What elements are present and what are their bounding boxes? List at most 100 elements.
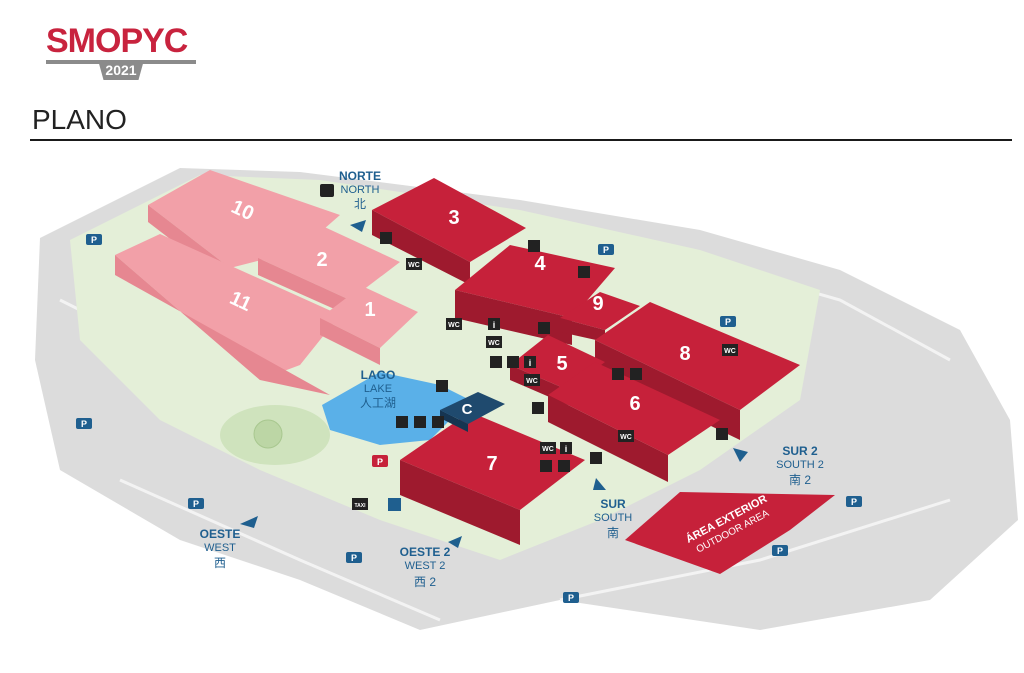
svg-text:P: P xyxy=(725,317,731,327)
locker-icon xyxy=(414,416,426,428)
svg-text:WC: WC xyxy=(408,262,420,269)
hall-label: 7 xyxy=(486,453,497,475)
hall-label: 2 xyxy=(316,249,327,271)
parking-icon: P xyxy=(86,234,102,245)
smopyc-logo: SMOPYC 2021 xyxy=(46,22,196,82)
wc-icon: WC xyxy=(722,344,738,356)
park-fountain xyxy=(253,419,283,449)
entrance-label: OESTE 2 xyxy=(400,545,451,559)
wc-icon: WC xyxy=(618,430,634,442)
svg-text:WC: WC xyxy=(526,378,538,385)
lake-label: LAKE xyxy=(364,383,392,395)
svg-text:i: i xyxy=(565,444,568,454)
page-title: PLANO xyxy=(32,104,127,135)
hall-3 xyxy=(372,178,526,262)
hall-c-side xyxy=(440,410,468,432)
hall-label: 4 xyxy=(534,253,546,275)
svg-text:P: P xyxy=(777,546,783,556)
hall-7-side xyxy=(400,460,520,545)
restaurant-icon xyxy=(630,368,642,380)
hall-6-side xyxy=(548,395,668,482)
parking-icon: P xyxy=(720,316,736,327)
cafe-icon xyxy=(528,240,540,252)
hall-4 xyxy=(455,245,615,318)
svg-text:i: i xyxy=(529,358,532,368)
svg-text:P: P xyxy=(91,235,97,245)
parking-icon: P xyxy=(846,496,862,507)
svg-text:WC: WC xyxy=(724,348,736,355)
entrance-arrow xyxy=(733,448,748,462)
entrance-arrow xyxy=(240,516,258,528)
hall-11 xyxy=(115,234,340,380)
taxi-icon: TAXI xyxy=(352,498,368,510)
info-icon: i xyxy=(524,356,536,368)
hall-label: 6 xyxy=(629,393,640,415)
parking-icon: P xyxy=(346,552,362,563)
entrance-arrow xyxy=(593,478,606,490)
entrance-label: SOUTH xyxy=(594,512,633,524)
entrance-arrow xyxy=(350,220,366,232)
hall-1-side xyxy=(320,318,380,365)
svg-text:P: P xyxy=(377,457,383,467)
parking-icon: P xyxy=(76,418,92,429)
road xyxy=(119,478,441,622)
hall-7 xyxy=(400,412,585,510)
hall-9 xyxy=(560,292,640,330)
logo-year: 2021 xyxy=(98,60,144,80)
bus-icon xyxy=(320,184,334,197)
hall-label: 5 xyxy=(556,353,567,375)
svg-text:WC: WC xyxy=(448,322,460,329)
accessibility-icon xyxy=(388,498,401,511)
atm-icon xyxy=(436,380,448,392)
parking-icon: P xyxy=(598,244,614,255)
hall-1 xyxy=(320,286,418,348)
restaurant-icon xyxy=(558,460,570,472)
svg-text:TAXI: TAXI xyxy=(354,503,366,509)
svg-text:i: i xyxy=(493,320,496,330)
entrance-label: WEST 2 xyxy=(405,560,446,572)
hall-2-side xyxy=(258,258,350,316)
cafe-icon xyxy=(532,402,544,414)
lake-label: 人工湖 xyxy=(360,395,396,410)
entrance-label: NORTE xyxy=(339,169,381,183)
cafe-icon xyxy=(612,368,624,380)
entrance-label: 南 2 xyxy=(789,472,811,487)
lake-label: LAGO xyxy=(361,368,396,382)
entrance-label: SUR xyxy=(600,497,626,511)
svg-text:P: P xyxy=(603,245,609,255)
entrance-label: 西 2 xyxy=(414,575,436,589)
entrance-label: SUR 2 xyxy=(782,444,818,458)
restroom-icon xyxy=(590,452,602,464)
hall-label: 9 xyxy=(592,293,603,315)
hall-c xyxy=(440,392,505,424)
hall-8 xyxy=(595,302,800,410)
info-icon: i xyxy=(560,442,572,454)
entrance-label: SOUTH 2 xyxy=(776,459,824,471)
hall-6 xyxy=(548,362,720,455)
cafe-icon xyxy=(507,356,519,368)
wc-icon: WC xyxy=(406,258,422,270)
svg-text:WC: WC xyxy=(488,340,500,347)
hall-9-side xyxy=(560,318,605,342)
svg-text:P: P xyxy=(81,419,87,429)
svg-text:P: P xyxy=(351,553,357,563)
first-aid-icon xyxy=(538,322,550,334)
entrance-label: NORTH xyxy=(341,184,380,196)
entrance-arrow xyxy=(448,536,462,548)
wc-icon: WC xyxy=(486,336,502,348)
hall-label: 8 xyxy=(679,343,690,365)
parking-icon: P xyxy=(372,455,388,467)
road xyxy=(559,498,951,602)
hall-2 xyxy=(258,224,400,300)
entrance-label: 北 xyxy=(354,197,366,211)
outdoor-area xyxy=(625,492,835,574)
logo-text: SMOPYC xyxy=(46,22,188,60)
parking-icon: P xyxy=(772,545,788,556)
entrance-label: OESTE xyxy=(200,527,241,541)
restroom-icon xyxy=(396,416,408,428)
cafe-icon xyxy=(578,266,590,278)
restaurant-icon xyxy=(490,356,502,368)
parking-icon: P xyxy=(563,592,579,603)
restroom-icon xyxy=(380,232,392,244)
entrance-label: 南 xyxy=(607,525,619,540)
